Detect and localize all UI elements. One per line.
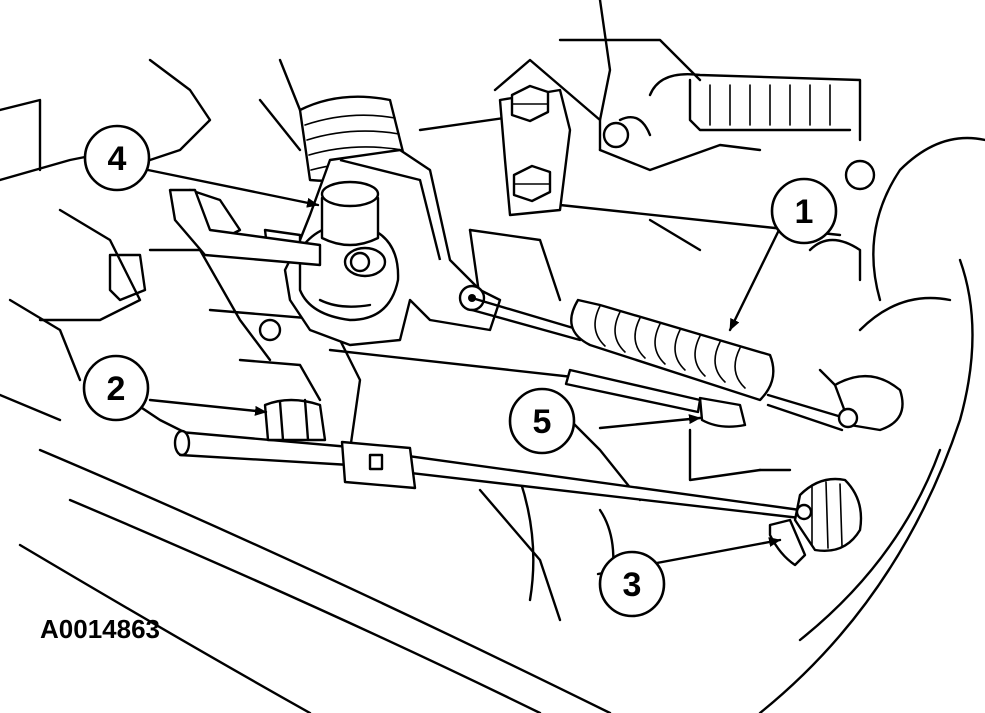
callout-4-label: 4	[108, 140, 127, 178]
callout-1: 1	[770, 177, 838, 245]
callout-5: 5	[508, 387, 576, 455]
brake-lever	[258, 148, 502, 347]
callout-1-label: 1	[795, 193, 814, 231]
parking-brake-rod	[173, 398, 863, 567]
callout-2: 2	[82, 354, 150, 422]
leader-lines	[146, 168, 782, 576]
callout-3-label: 3	[623, 566, 642, 604]
brake-cable	[564, 368, 747, 428]
mounting-bracket	[498, 84, 572, 217]
callout-4: 4	[83, 124, 151, 192]
callout-5-label: 5	[533, 403, 552, 441]
figure-id: A0014863	[40, 614, 160, 644]
left-strut	[168, 188, 322, 267]
return-spring	[458, 284, 904, 432]
callout-3: 3	[598, 550, 666, 618]
callout-2-label: 2	[107, 370, 126, 408]
